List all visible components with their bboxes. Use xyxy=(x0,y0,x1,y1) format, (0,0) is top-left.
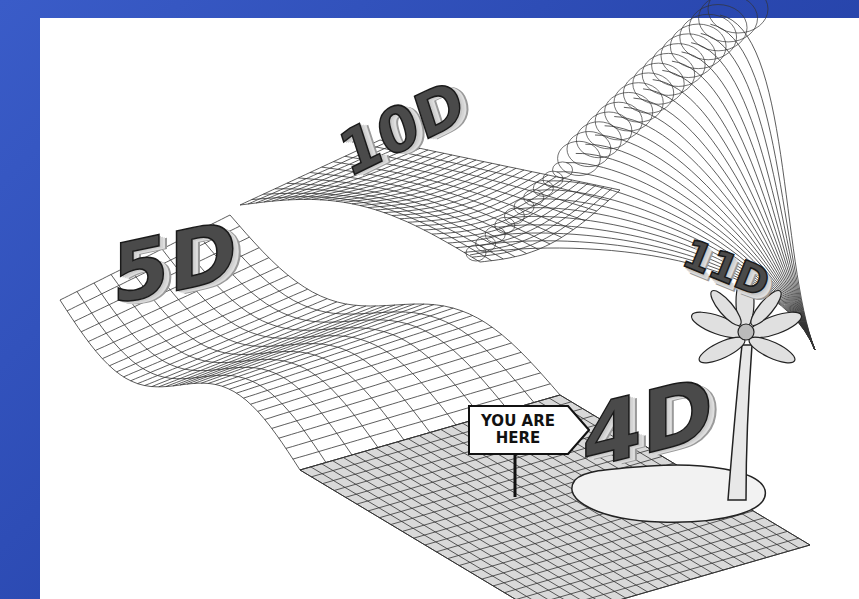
fan-line xyxy=(672,61,815,350)
grid-line xyxy=(201,304,424,383)
grid-line xyxy=(416,177,556,226)
fan-loop xyxy=(514,199,534,215)
fan-loop xyxy=(623,73,673,113)
dimension-label: 10D xyxy=(332,70,471,186)
dimension-label: 4D xyxy=(582,364,713,483)
ten-d-sheet xyxy=(240,140,620,262)
fan-loop xyxy=(524,190,544,206)
grid-line xyxy=(208,305,434,384)
fan-line xyxy=(691,43,815,350)
grid-line xyxy=(480,190,620,262)
fan-loop xyxy=(476,236,496,252)
fan-loop xyxy=(485,227,505,243)
grid-line xyxy=(215,306,443,385)
fan-line xyxy=(489,233,815,350)
grid-line xyxy=(173,306,385,386)
fan-line xyxy=(720,15,815,350)
fan-loop xyxy=(495,217,515,233)
fan-line xyxy=(624,107,815,350)
grid-line xyxy=(539,538,799,599)
fan-loop xyxy=(533,180,553,196)
fan-line xyxy=(653,80,815,350)
sign-post xyxy=(514,455,517,497)
grid-line xyxy=(300,470,550,599)
grid-line xyxy=(392,172,532,216)
fan-loop xyxy=(708,0,768,33)
fan-line xyxy=(537,190,815,350)
fan-loop xyxy=(642,53,694,95)
dimension-label: 5D xyxy=(112,209,237,318)
fan-line xyxy=(576,153,815,350)
grid-line xyxy=(152,305,356,386)
fan-loop xyxy=(614,83,663,122)
fan-loop xyxy=(670,24,726,69)
grid-line xyxy=(258,335,502,412)
fan-line xyxy=(547,181,815,350)
grid-line xyxy=(432,180,572,234)
fan-loop xyxy=(567,132,611,167)
fan-loop xyxy=(661,34,716,78)
grid-line xyxy=(222,308,453,386)
dimension-label: 11D xyxy=(678,233,775,303)
fan-loop xyxy=(699,0,758,42)
grid-line xyxy=(251,327,493,404)
grid-line xyxy=(400,173,540,219)
fan-loop xyxy=(558,141,601,175)
fan-line xyxy=(557,172,815,350)
eleven-d-fan xyxy=(466,0,815,350)
palm-trunk xyxy=(728,345,752,500)
grid-line xyxy=(145,304,347,385)
grid-line xyxy=(237,316,473,394)
grid-line xyxy=(384,170,524,213)
grid-line xyxy=(376,168,516,210)
grid-line xyxy=(159,306,366,387)
grid-line xyxy=(240,199,480,262)
grid-line xyxy=(311,467,561,599)
fan-loop xyxy=(689,5,747,51)
grid-line xyxy=(424,178,564,230)
sign-text: YOU ARE HERE xyxy=(474,413,562,447)
grid-line xyxy=(194,304,414,383)
fan-loop xyxy=(680,14,737,59)
fan-loop xyxy=(652,44,706,87)
grid-line xyxy=(322,464,572,599)
grid-line xyxy=(550,545,810,599)
fan-line xyxy=(566,163,815,350)
fan-loop xyxy=(605,92,653,131)
grid-line xyxy=(187,304,405,384)
grid-line xyxy=(408,175,548,222)
fan-loop xyxy=(466,245,486,261)
fan-line xyxy=(614,117,815,350)
fan-loop xyxy=(633,63,684,104)
sign-shape xyxy=(469,406,589,454)
grid-line xyxy=(244,321,483,398)
fan-line xyxy=(633,98,815,350)
fan-loop xyxy=(553,162,573,178)
grid-line xyxy=(252,197,492,261)
fan-line xyxy=(682,52,815,350)
grid-line xyxy=(229,311,463,389)
fan-loop xyxy=(504,208,524,224)
grid-line xyxy=(365,451,615,599)
arrow-sign: YOU ARE HERE xyxy=(468,405,590,455)
fan-loop xyxy=(543,171,563,187)
